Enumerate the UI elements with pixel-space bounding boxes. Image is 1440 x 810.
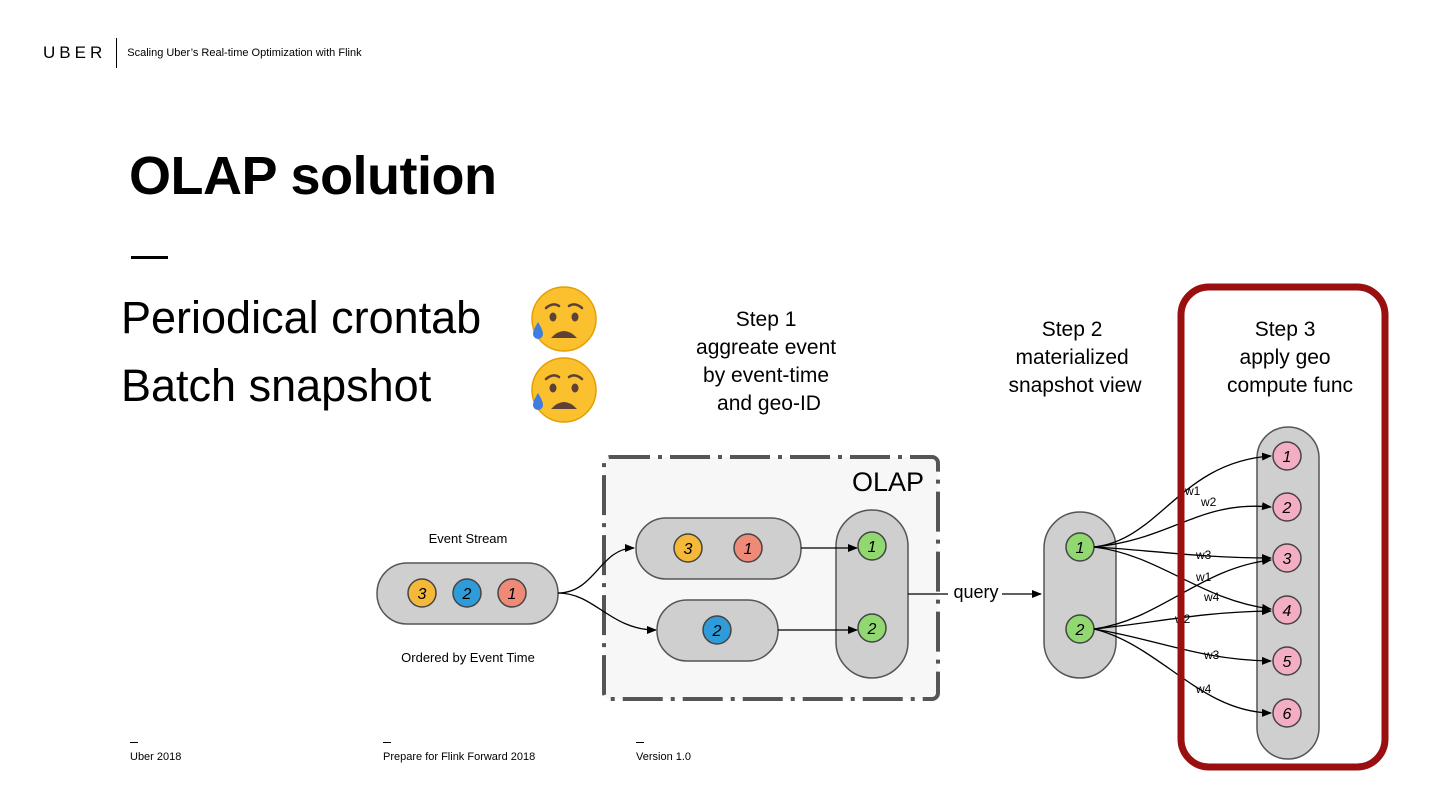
- svg-text:1: 1: [1283, 449, 1292, 466]
- bullet-periodical-crontab: Periodical crontab: [121, 292, 482, 343]
- svg-text:2: 2: [1075, 622, 1085, 639]
- query-label: query: [953, 582, 998, 602]
- olap-label: OLAP: [852, 467, 924, 497]
- svg-text:3: 3: [684, 541, 693, 558]
- svg-text:3: 3: [1283, 551, 1292, 568]
- group-b-node-2: 2: [702, 615, 732, 645]
- geo-node-5: 5: [1272, 646, 1302, 676]
- bullet-batch-snapshot: Batch snapshot: [121, 360, 432, 411]
- svg-text:2: 2: [712, 623, 722, 640]
- svg-text:1: 1: [508, 586, 517, 603]
- geo-node-1: 1: [1272, 441, 1302, 471]
- arrow-stream-to-group-b: [557, 592, 657, 634]
- snapshot-node-1: 1: [1065, 532, 1095, 562]
- edge-label-w3-a: w3: [1195, 548, 1212, 562]
- edge-label-w3-b: w3: [1203, 648, 1220, 662]
- sad-sweat-face-icon: [531, 286, 597, 352]
- svg-text:1: 1: [744, 541, 753, 558]
- edge-label-w2-a: w2: [1200, 495, 1217, 509]
- snapshot-container: [1043, 511, 1117, 679]
- edge-label-w1-a: w1: [1184, 484, 1201, 498]
- agg-node-1: 1: [857, 531, 887, 561]
- geo-node-6: 6: [1272, 698, 1302, 728]
- geo-node-2: 2: [1272, 492, 1302, 522]
- step-3-highlight: [1177, 283, 1389, 771]
- svg-text:6: 6: [1283, 706, 1292, 723]
- svg-text:1: 1: [868, 539, 877, 556]
- geo-node-4: 4: [1272, 595, 1302, 625]
- footer-company: Uber 2018: [130, 742, 181, 763]
- svg-text:2: 2: [867, 621, 877, 638]
- ordered-by-event-time-label: Ordered by Event Time: [401, 650, 535, 665]
- footer-version: Version 1.0: [636, 742, 691, 763]
- header: UBER Scaling Uber’s Real-time Optimizati…: [43, 38, 362, 68]
- stream-node-1: 1: [497, 578, 527, 608]
- arrow-stream-to-group-a: [557, 544, 635, 594]
- step-2-label: Step 2 materialized snapshot view: [1008, 318, 1142, 397]
- stream-node-3: 3: [407, 578, 437, 608]
- agg-node-2: 2: [857, 613, 887, 643]
- svg-text:1: 1: [1076, 540, 1085, 557]
- edge-label-w4-b: w4: [1195, 682, 1212, 696]
- snapshot-node-2: 2: [1065, 614, 1095, 644]
- edge-label-w1-b: w1: [1195, 570, 1212, 584]
- edge-label-w4-a: w4: [1203, 590, 1220, 604]
- edge-s1-to-g3: [1093, 546, 1272, 562]
- slide-title: OLAP solution: [129, 146, 497, 206]
- step-3-label: Step 3 apply geo compute func: [1227, 318, 1353, 397]
- svg-text:4: 4: [1283, 603, 1292, 620]
- svg-text:5: 5: [1283, 654, 1292, 671]
- svg-text:3: 3: [418, 586, 427, 603]
- footer-event: Prepare for Flink Forward 2018: [383, 742, 535, 763]
- event-stream-label: Event Stream: [429, 531, 508, 546]
- sad-sweat-face-icon: [531, 357, 597, 423]
- uber-logo: UBER: [43, 38, 118, 68]
- geo-compute-container: [1256, 426, 1320, 760]
- svg-text:2: 2: [462, 586, 472, 603]
- group-a-node-3: 3: [673, 533, 703, 563]
- geo-node-3: 3: [1272, 543, 1302, 573]
- title-underline: [131, 256, 168, 259]
- stream-node-2: 2: [452, 578, 482, 608]
- step-1-label: Step 1 aggreate event by event-time and …: [696, 308, 842, 415]
- edge-s1-to-g1: [1093, 452, 1272, 548]
- group-a-node-1: 1: [733, 533, 763, 563]
- group-a-container: [635, 517, 802, 580]
- svg-text:2: 2: [1282, 500, 1292, 517]
- deck-subtitle: Scaling Uber’s Real-time Optimization wi…: [127, 47, 362, 59]
